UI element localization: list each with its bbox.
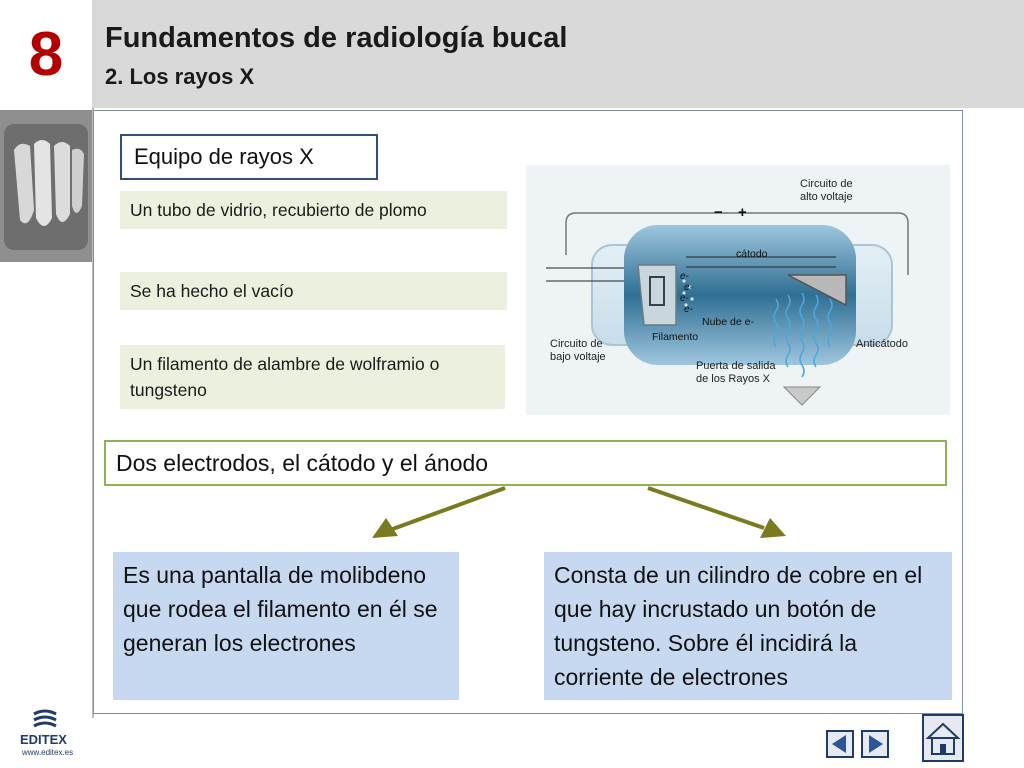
diagram-plus: + [738,204,747,221]
component-glass-tube: Un tubo de vidrio, recubierto de plomo [120,191,507,229]
label-filament: Filamento [652,331,698,343]
label-cathode: cátodo [736,248,768,260]
page-title: Fundamentos de radiología bucal [105,22,568,54]
label-exit-window-2: de los Rayos X [696,373,771,385]
label-exit-window-1: Puerta de salida [696,360,776,372]
editex-logo-icon: EDITEX www.editex.es [10,708,80,764]
diagram-minus: − [714,204,723,221]
label-high-voltage-1: Circuito de [800,178,853,190]
branch-arrows [372,486,786,538]
equipment-title: Equipo de rayos X [120,134,378,180]
label-high-voltage-2: alto voltaje [800,191,853,203]
xray-thumbnail-icon [0,110,92,262]
anode-description: Consta de un cilindro de cobre en el que… [544,552,952,700]
page-subtitle: 2. Los rayos X [105,64,255,89]
xray-tube-diagram: − + Circuito de alto voltaje cátodo e- e… [526,165,950,415]
label-low-voltage-2: bajo voltaje [550,351,606,363]
component-vacuum: Se ha hecho el vacío [120,272,507,310]
home-icon[interactable] [922,714,964,762]
electrodes-box: Dos electrodos, el cátodo y el ánodo [104,440,947,486]
brand-url: www.editex.es [22,748,74,757]
header-band [92,0,1024,108]
label-electron-2: e- [684,282,694,293]
cathode-description: Es una pantalla de molibdeno que rodea e… [113,552,459,700]
label-electron-cloud: Nube de e- [702,316,754,328]
label-electron-1: e- [680,271,690,282]
brand-name: EDITEX [20,732,67,747]
next-icon[interactable] [861,730,889,758]
label-electron-4: e- [684,304,694,315]
label-low-voltage-1: Circuito de [550,338,603,350]
component-filament: Un filamento de alambre de wolframio o t… [120,345,505,409]
previous-icon[interactable] [826,730,854,758]
label-electron-3: e- [680,293,690,304]
chapter-number: 8 [0,0,92,108]
label-anticathode: Anticátodo [856,338,908,350]
